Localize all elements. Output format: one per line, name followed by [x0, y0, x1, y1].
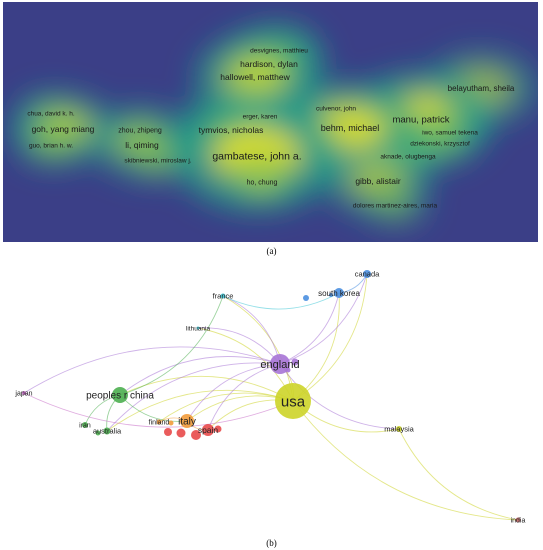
country-node: [363, 270, 371, 278]
country-label: lithuania: [186, 325, 211, 332]
country-node-minor: [164, 428, 172, 436]
country-label: france: [213, 292, 234, 301]
country-node: [334, 288, 344, 298]
density-core: [33, 133, 69, 157]
author-label: guo, brian h. w.: [29, 142, 73, 149]
author-label: desvignes, matthieu: [250, 47, 308, 54]
collab-edge: [292, 400, 519, 521]
country-node: [196, 326, 200, 330]
country-node: [220, 293, 226, 299]
country-node: [202, 424, 214, 436]
author-label: ho, chung: [247, 179, 278, 186]
author-label: iwo, samuel tekena: [422, 129, 478, 136]
collab-edge: [23, 346, 281, 394]
author-label: gambatese, john a.: [212, 151, 301, 163]
collab-edge: [279, 292, 340, 365]
caption-a: (a): [266, 246, 277, 256]
country-node: [270, 354, 290, 374]
author-label: li, qiming: [125, 140, 159, 150]
density-core: [242, 169, 282, 195]
density-core: [377, 193, 413, 217]
collab-edge: [292, 273, 368, 402]
country-label: australia: [93, 427, 122, 436]
country-label: spain: [198, 425, 219, 435]
density-core: [140, 148, 176, 172]
author-label: belayutham, sheila: [448, 84, 515, 93]
country-node-minor: [291, 358, 299, 366]
collab-edge: [207, 363, 281, 431]
country-label: japan: [14, 390, 32, 397]
density-core: [223, 56, 287, 98]
collab-edge: [106, 362, 281, 432]
country-node: [275, 383, 311, 419]
collab-edge: [186, 363, 281, 422]
author-label: gibb, alistair: [355, 176, 401, 186]
country-node: [103, 427, 111, 435]
country-label: canada: [355, 270, 380, 279]
country-node: [112, 387, 128, 403]
author-label: goh, yang miang: [32, 124, 95, 134]
author-density-map: desvignes, matthieu hardison, dylan hallow…: [3, 2, 538, 242]
country-label: italy: [178, 417, 196, 428]
collab-edge: [119, 356, 281, 396]
author-label: behm, michael: [321, 123, 380, 133]
author-label: erger, karen: [243, 113, 278, 120]
country-label: south korea: [318, 289, 360, 298]
country-label: peoples r china: [86, 391, 154, 402]
country-node-minor: [329, 293, 333, 297]
collab-edge: [398, 428, 519, 521]
country-label: india: [511, 517, 526, 524]
collab-edge: [222, 292, 340, 310]
country-label: iran: [79, 422, 91, 429]
author-label: chua, david k. h.: [27, 110, 75, 117]
country-node-minor: [191, 430, 201, 440]
country-node-minor: [176, 428, 186, 438]
author-label: zhou, zhipeng: [118, 127, 162, 134]
author-label: culvenor, john: [316, 105, 356, 112]
author-label: manu, patrick: [392, 114, 449, 125]
country-node-minor: [95, 430, 101, 436]
country-label: finland: [149, 419, 170, 426]
caption-b: (b): [266, 538, 277, 548]
author-label: hallowell, matthew: [220, 72, 290, 82]
collab-edge: [23, 392, 294, 428]
author-label: hardison, dylan: [240, 59, 298, 69]
country-node-minor: [168, 420, 174, 426]
country-node: [82, 422, 88, 428]
country-node: [156, 419, 162, 425]
author-label: skibniewski, miroslaw j.: [124, 157, 191, 164]
country-label: usa: [281, 393, 306, 410]
country-node-minor: [214, 425, 222, 433]
country-node: [515, 517, 521, 523]
collab-edge: [279, 273, 368, 365]
country-node: [180, 414, 194, 428]
collab-edge: [279, 363, 400, 430]
country-node: [22, 391, 26, 395]
author-label: aknade, olugbenga: [380, 153, 436, 160]
country-label: malaysia: [384, 425, 414, 434]
author-label: dziekonski, krzysztof: [410, 140, 470, 147]
country-label: england: [260, 359, 299, 371]
country-node: [396, 426, 402, 432]
collab-edge: [119, 295, 224, 396]
author-label: dolores martinez-aires, maria: [353, 202, 438, 209]
country-node-minor: [303, 295, 309, 301]
author-label: tymvios, nicholas: [199, 125, 264, 135]
